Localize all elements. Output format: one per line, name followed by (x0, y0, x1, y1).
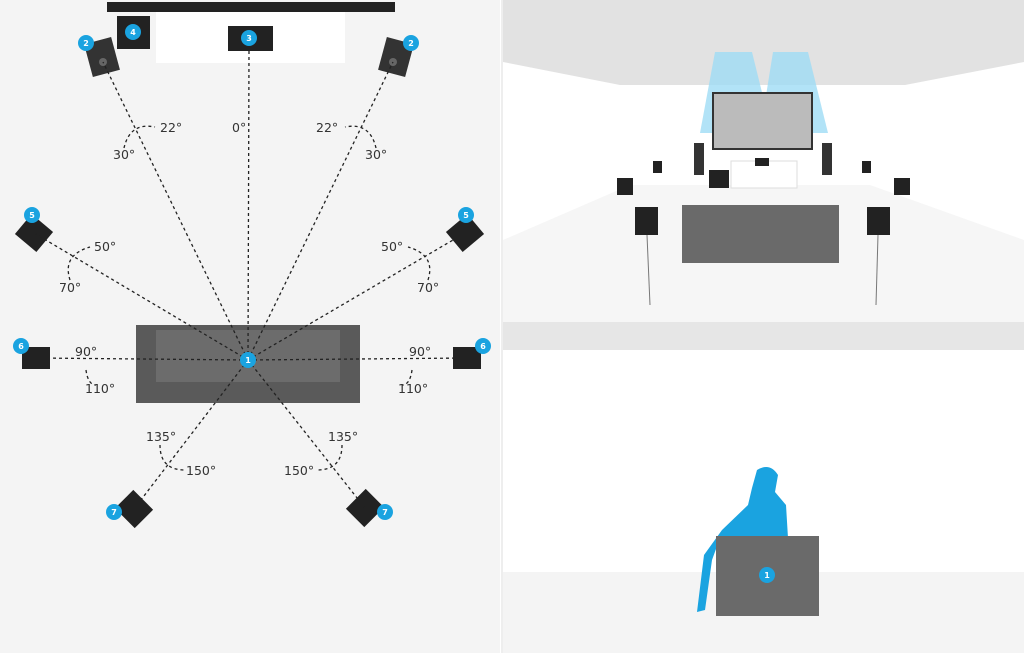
angle-label: 90° (409, 344, 431, 359)
svg-text:1: 1 (764, 571, 770, 580)
svg-text:5: 5 (29, 211, 35, 220)
svg-text:2: 2 (83, 39, 89, 48)
angle-label: 90° (75, 344, 97, 359)
angle-label: 50° (381, 239, 403, 254)
svg-text:6: 6 (480, 342, 486, 351)
badge-listener: 1 (240, 352, 256, 368)
angle-label: 110° (398, 381, 428, 396)
room-perspective (503, 0, 1024, 350)
svg-text:1: 1 (245, 356, 251, 365)
angle-label: 22° (160, 120, 182, 135)
svg-text:6: 6 (18, 342, 24, 351)
angle-label: 135° (328, 429, 358, 444)
side-view: 1 (503, 350, 1024, 653)
screen-wall (107, 2, 395, 12)
angle-label: 70° (417, 280, 439, 295)
side-right-speaker (453, 347, 481, 369)
badge-side-left: 6 (13, 338, 29, 354)
badge-rear-right: 7 (377, 504, 393, 520)
svg-text:3: 3 (246, 34, 252, 43)
badge-center: 3 (241, 30, 257, 46)
angle-label: 70° (59, 280, 81, 295)
badge-side-front-right: 5 (458, 207, 474, 223)
badge-front-right: 2 (403, 35, 419, 51)
sofa-3d (682, 205, 839, 263)
side-front-right-speaker (445, 214, 485, 252)
angle-label: 30° (365, 147, 387, 162)
badge-rear-left: 7 (106, 504, 122, 520)
svg-text:2: 2 (408, 39, 414, 48)
angle-lines (33, 49, 468, 510)
angle-label: 22° (316, 120, 338, 135)
side-front-left-speaker (14, 214, 54, 252)
angle-label: 150° (186, 463, 216, 478)
badge-front-left: 2 (78, 35, 94, 51)
angle-label: 150° (284, 463, 314, 478)
side-left-speaker (22, 347, 50, 369)
badge-side-right: 6 (475, 338, 491, 354)
svg-text:7: 7 (382, 508, 388, 517)
angle-label: 0° (232, 120, 246, 135)
badge-side-front-left: 5 (24, 207, 40, 223)
badge-sub: 4 (125, 24, 141, 40)
angle-label: 110° (85, 381, 115, 396)
svg-text:7: 7 (111, 508, 117, 517)
svg-text:4: 4 (130, 28, 136, 37)
tv-screen (712, 92, 813, 150)
angle-label: 50° (94, 239, 116, 254)
listener-silhouette (697, 466, 788, 612)
angle-label: 135° (146, 429, 176, 444)
angle-label: 30° (113, 147, 135, 162)
badge-seat: 1 (759, 567, 775, 583)
svg-text:5: 5 (463, 211, 469, 220)
